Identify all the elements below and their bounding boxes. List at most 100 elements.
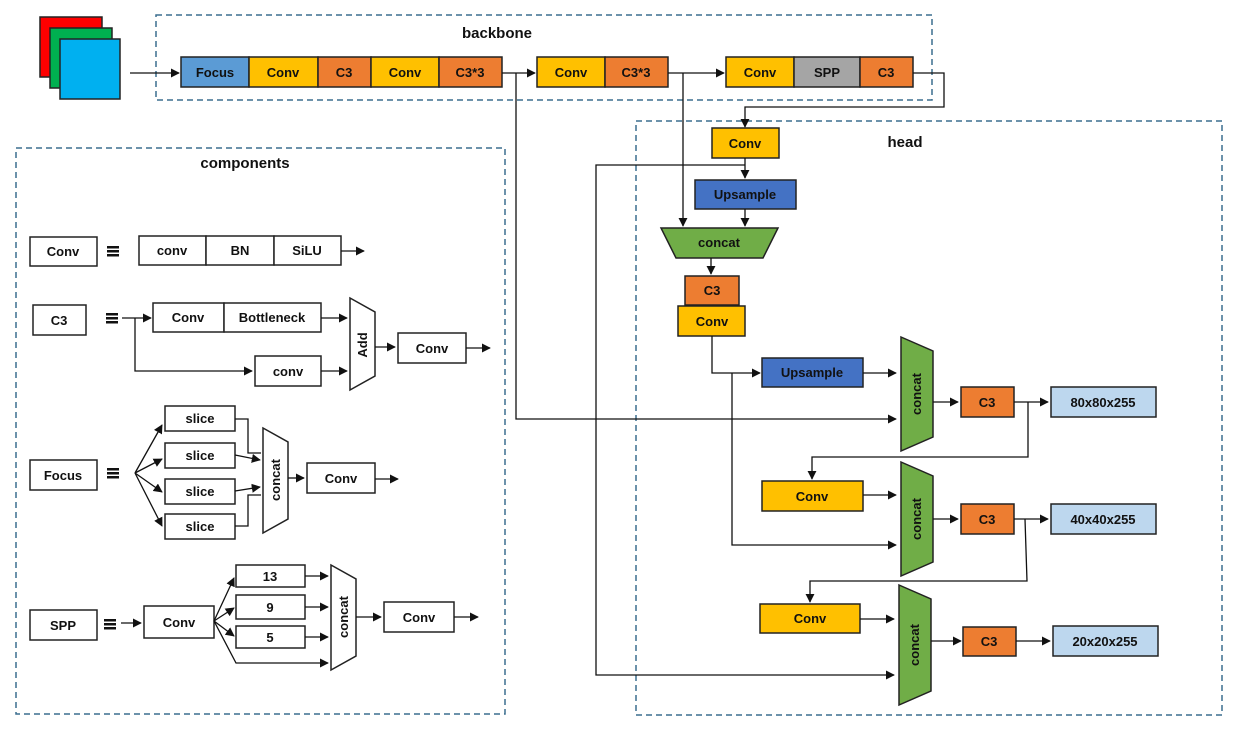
backbone-conv2-label: Conv — [389, 65, 422, 80]
head-c3-a-label: C3 — [704, 283, 721, 298]
comp-spp-pool-1-box — [235, 594, 306, 620]
head-conv-a-block — [677, 305, 746, 337]
comp-focus-slice-1: slice — [186, 448, 215, 463]
head-output-p4 — [1050, 503, 1157, 535]
head-output-p3 — [1050, 386, 1157, 418]
comp-conv-name: Conv — [47, 244, 80, 259]
backbone-c3-1-block — [317, 56, 372, 88]
comp-focus-slice-3: slice — [186, 519, 215, 534]
backbone-conv1-block — [248, 56, 319, 88]
head-concat3-block — [900, 460, 934, 578]
equals-icon — [104, 619, 116, 630]
equals-icon — [107, 468, 119, 479]
backbone-conv4-label: Conv — [744, 65, 777, 80]
head-c3-p4-block — [960, 503, 1015, 535]
backbone-c3-2-block — [859, 56, 914, 88]
comp-c3-conv: Conv — [172, 310, 205, 325]
component-spp: SPP Conv 13 9 5 concat Conv — [29, 563, 479, 672]
head-concat4-block — [898, 583, 932, 707]
backbone-c3x3-1-label: C3*3 — [456, 65, 485, 80]
comp-focus-concat: concat — [268, 458, 283, 501]
head-upsample2-label: Upsample — [781, 365, 843, 380]
comp-spp-pool-1: 9 — [266, 600, 273, 615]
head-frame — [635, 120, 1223, 716]
comp-c3-bottleneck: Bottleneck — [239, 310, 306, 325]
arrow-conv-a-to-upsample2 — [711, 336, 761, 378]
head-c3-p4-label: C3 — [979, 512, 996, 527]
backbone-conv3-label: Conv — [555, 65, 588, 80]
comp-focus-slice-2: slice — [186, 484, 215, 499]
comp-focus-merge-3 — [235, 494, 261, 527]
comp-focus-conv-out: Conv — [325, 471, 358, 486]
comp-focus-split-arrow-1 — [134, 458, 163, 474]
head-concat2-block — [900, 335, 934, 453]
comp-focus-conv-out-box — [306, 462, 376, 494]
backbone-spp-label: SPP — [814, 65, 840, 80]
head-conv-top-block — [711, 127, 780, 159]
skip-conv-a-to-concat3 — [731, 373, 897, 550]
comp-focus-name-box — [29, 459, 98, 491]
head-upsample2-block — [761, 357, 864, 388]
head-conv-b-label: Conv — [796, 489, 829, 504]
backbone-c3x3-2-label: C3*3 — [622, 65, 651, 80]
component-c3: C3 Conv Bottleneck conv Add Conv — [32, 296, 491, 392]
head-upsample1-label: Upsample — [714, 187, 776, 202]
arrow-c3-p4-to-conv-c — [805, 518, 1028, 603]
comp-focus-split-arrow-2 — [134, 472, 163, 493]
comp-spp-conv-in-box — [143, 605, 215, 639]
comp-conv-name-box — [29, 236, 98, 267]
head-title: head — [887, 134, 922, 151]
components-title: components — [200, 155, 289, 172]
head-conv-c-block — [759, 603, 861, 634]
comp-spp-pool-2: 5 — [266, 630, 273, 645]
head-output-p3-label: 80x80x255 — [1070, 395, 1135, 410]
comp-spp-conv-out-box — [383, 601, 455, 633]
comp-focus-merge-0 — [235, 418, 261, 454]
comp-conv-part-0-box — [138, 235, 207, 266]
comp-focus-concat-block — [262, 426, 289, 535]
comp-c3-bottleneck-box — [223, 302, 322, 333]
head-c3-p5-block — [962, 626, 1017, 657]
comp-c3-conv-lower-box — [254, 355, 322, 387]
comp-spp-split-arrow-3 — [213, 620, 329, 668]
comp-conv-part-2: SiLU — [292, 243, 322, 258]
comp-c3-add-block — [349, 296, 376, 392]
backbone-conv3-block — [536, 56, 606, 88]
comp-c3-name: C3 — [51, 313, 68, 328]
comp-spp-conv-out: Conv — [403, 610, 436, 625]
comp-focus-slice-2-box — [164, 478, 236, 505]
head-upsample1-block — [694, 179, 797, 210]
head-output-p4-label: 40x40x255 — [1070, 512, 1135, 527]
backbone-conv1-label: Conv — [267, 65, 300, 80]
skip-conv-top-to-concat4 — [595, 164, 895, 680]
head-concat2-label: concat — [909, 372, 924, 415]
comp-focus-name: Focus — [44, 468, 82, 483]
skip-c3x3-1-to-concat2 — [515, 73, 897, 424]
backbone-row: Focus Conv C3 Conv C3*3 Conv C3*3 Conv S… — [180, 56, 914, 88]
backbone-conv2-block — [370, 56, 440, 88]
backbone-spp-block — [793, 56, 861, 88]
comp-c3-conv-box — [152, 302, 225, 333]
backbone-title: backbone — [462, 25, 532, 42]
head-c3-p5-label: C3 — [981, 634, 998, 649]
equals-icon — [107, 246, 119, 257]
comp-spp-name-box — [29, 609, 98, 641]
backbone-focus-block — [180, 56, 250, 88]
comp-focus-split-arrow-3 — [134, 472, 163, 527]
head-conv-b-block — [761, 480, 864, 512]
head-conv-c-label: Conv — [794, 611, 827, 626]
head-output-p5 — [1052, 625, 1159, 657]
backbone-c3x3-1-block — [438, 56, 503, 88]
backbone-focus-label: Focus — [196, 65, 234, 80]
component-focus: Focus slice slice slice slice concat Con… — [29, 405, 399, 540]
input-image-icon — [39, 16, 121, 100]
arrow-backbone-to-head — [740, 72, 945, 128]
comp-conv-part-0: conv — [157, 243, 188, 258]
comp-c3-add: Add — [355, 332, 370, 357]
comp-spp-split-arrow-0 — [213, 577, 235, 622]
comp-spp-conv-in: Conv — [163, 615, 196, 630]
comp-focus-slice-0-box — [164, 405, 236, 432]
comp-spp-split-arrow-1 — [213, 607, 235, 622]
backbone-c3x3-2-block — [604, 56, 669, 88]
